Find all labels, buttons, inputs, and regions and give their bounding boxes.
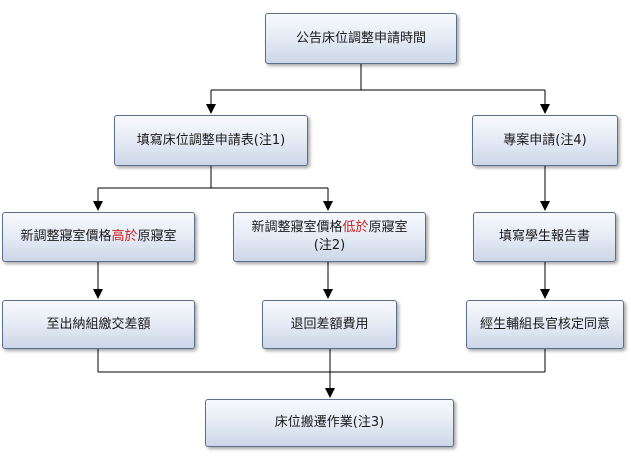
lower-highlight: 低於 [342, 220, 369, 235]
node-announce-period: 公告床位調整申請時間 [265, 13, 457, 64]
node-price-lower: 新調整寢室價格低於原寢室 (注2) [233, 212, 426, 262]
higher-prefix: 新調整寢室價格 [20, 229, 112, 244]
higher-suffix: 原寢室 [137, 229, 177, 244]
lower-suffix: 原寢室 [368, 220, 408, 235]
node-bed-move: 床位搬遷作業(注3) [205, 399, 454, 447]
higher-highlight: 高於 [111, 229, 138, 244]
node-price-lower-text: 新調整寢室價格低於原寢室 (注2) [251, 219, 407, 255]
node-price-higher: 新調整寢室價格高於原寢室 [2, 212, 195, 262]
lower-prefix: 新調整寢室價格 [251, 220, 343, 235]
node-special-apply: 專案申請(注4) [472, 115, 618, 166]
node-approval: 經生輔組長官核定同意 [466, 300, 624, 349]
lower-note: (注2) [313, 238, 346, 253]
node-pay-difference: 至出納組繳交差額 [2, 300, 195, 349]
node-student-report: 填寫學生報告書 [473, 212, 616, 262]
node-price-higher-text: 新調整寢室價格高於原寢室 [20, 228, 176, 246]
node-apply-form: 填寫床位調整申請表(注1) [114, 115, 308, 166]
node-refund-difference: 退回差額費用 [262, 300, 397, 349]
